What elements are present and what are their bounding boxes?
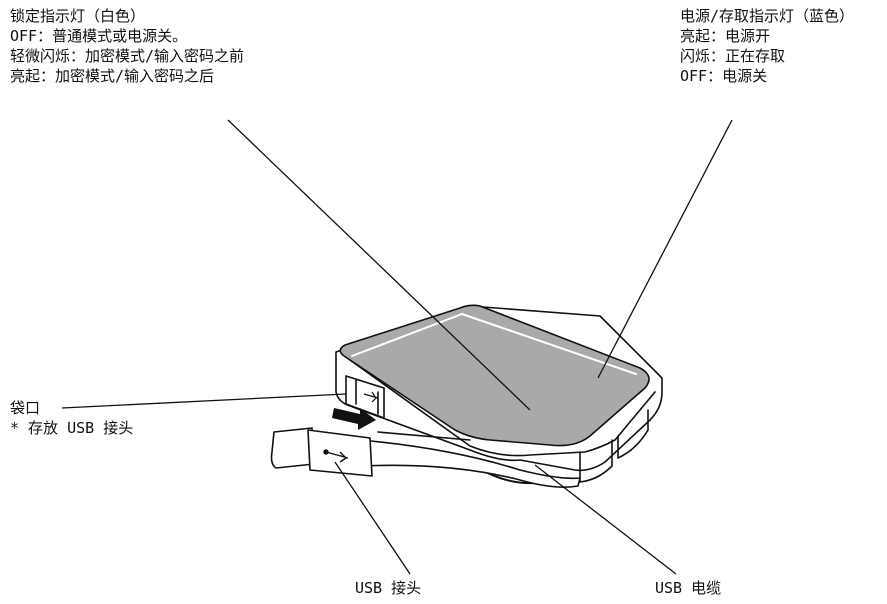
side-panel-1 <box>579 439 613 483</box>
leader-power-indicator <box>597 119 733 379</box>
pocket-title: 袋口 <box>10 399 41 417</box>
power-indicator-label: 电源/存取指示灯（蓝色） 亮起：电源开 闪烁：正在存取 OFF：电源关 <box>680 6 854 86</box>
leader-usb-connector <box>334 461 411 575</box>
leader-usb-cable <box>534 464 677 575</box>
lock-indicator-off: OFF：普通模式或电源关。 <box>10 27 188 45</box>
usb-cable <box>359 439 581 488</box>
pocket-slot-inner <box>355 379 379 415</box>
power-indicator-blink: 闪烁：正在存取 <box>680 47 786 65</box>
device-top-rim <box>351 313 637 375</box>
usb-connector-label: USB 接头 <box>355 579 422 597</box>
lock-indicator-label: 锁定指示灯（白色） OFF：普通模式或电源关。 轻微闪烁：加密模式/输入密码之前… <box>10 6 244 86</box>
insert-arrow-icon <box>332 408 376 430</box>
usb-connector-plug <box>270 427 315 469</box>
lock-indicator-blink: 轻微闪烁：加密模式/输入密码之前 <box>10 47 245 65</box>
usb-symbol-icon <box>323 449 349 463</box>
power-indicator-title: 电源/存取指示灯（蓝色） <box>680 7 855 25</box>
leader-lock-indicator <box>227 119 531 411</box>
pocket-note: * 存放 USB 接头 <box>10 419 134 437</box>
pocket-label: 袋口 * 存放 USB 接头 <box>10 398 133 438</box>
usb-symbol-icon <box>363 391 379 403</box>
usb-cable-label: USB 电缆 <box>655 579 722 597</box>
lock-indicator-title: 锁定指示灯（白色） <box>10 7 146 25</box>
power-indicator-on: 亮起：电源开 <box>680 27 771 45</box>
leader-pocket <box>61 393 347 409</box>
side-panel-2 <box>617 409 649 459</box>
usb-connector-body <box>307 429 373 477</box>
lock-indicator-on: 亮起：加密模式/输入密码之后 <box>10 67 215 85</box>
device-front-bevel <box>349 359 656 457</box>
power-indicator-off: OFF：电源关 <box>680 67 768 85</box>
